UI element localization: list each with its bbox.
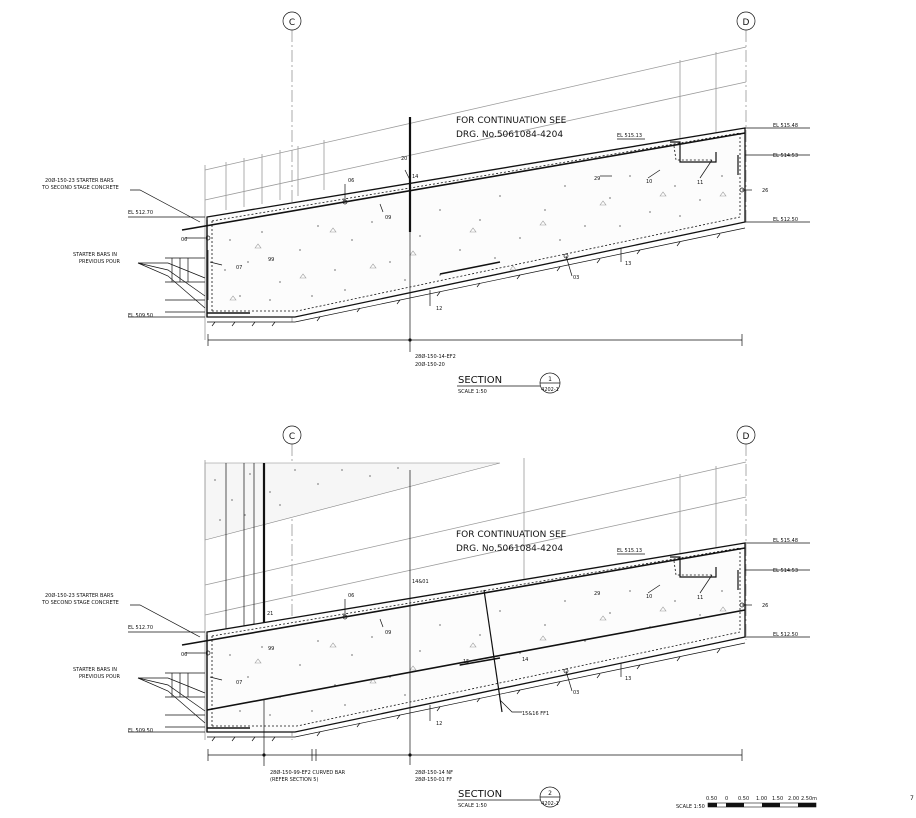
scale-tick-1: 0 bbox=[725, 796, 728, 802]
section-1-drawing: C D bbox=[41, 11, 810, 395]
level-512-50-s1: EL 512.50 bbox=[773, 217, 798, 223]
level-515-48-s1: EL 515.48 bbox=[773, 123, 798, 129]
mark-10-s2: 10 bbox=[646, 594, 652, 600]
mark-26-s2: 26 bbox=[762, 603, 768, 609]
scale-tick-2: 0.50 bbox=[738, 796, 749, 802]
mark-99-s2: 99 bbox=[268, 646, 274, 652]
section-2-drawing: C D bbox=[41, 425, 810, 809]
level-515-13-s2: EL 515.13 bbox=[617, 548, 642, 554]
mark-12-s2: 12 bbox=[436, 721, 442, 727]
scale-tick-5: 2.00 bbox=[788, 796, 799, 802]
callout-s1-a: 28Ø-150-14-EF2 bbox=[415, 353, 456, 360]
callout-s1-b: 20Ø-150-20 bbox=[415, 361, 445, 368]
scale-tick-6: 2.50m bbox=[801, 796, 817, 802]
level-512-70-s1: EL 512.70 bbox=[128, 210, 153, 216]
section-2-number: 2 bbox=[548, 790, 552, 797]
mark-06-left-s2: 06 bbox=[181, 652, 187, 658]
continuation-note-2a: FOR CONTINUATION SEE bbox=[456, 530, 567, 540]
mark-98-s2: 09 bbox=[385, 630, 391, 636]
grid-bubble-d bbox=[736, 11, 756, 31]
level-512-50-s2: EL 512.50 bbox=[773, 632, 798, 638]
corner-mark: 7 bbox=[910, 795, 914, 802]
starter-bars-note-2b: TO SECOND STAGE CONCRETE bbox=[41, 600, 119, 606]
mark-29-s2: 29 bbox=[594, 591, 600, 597]
scale-tick-0: 0.50 bbox=[706, 796, 717, 802]
level-514-53-s1: EL 514.53 bbox=[773, 153, 798, 159]
grid-label-c-s2: C bbox=[289, 432, 295, 442]
mark-03-s1: 03 bbox=[573, 275, 579, 281]
starter-prev-note-1a: STARTER BARS IN bbox=[73, 252, 117, 258]
level-514-53-s2: EL 514.53 bbox=[773, 568, 798, 574]
grid-label-d: D bbox=[743, 18, 750, 28]
scale-tick-3: 1.00 bbox=[756, 796, 767, 802]
mark-07-s2: 07 bbox=[236, 680, 242, 686]
scale-tick-4: 1.50 bbox=[772, 796, 783, 802]
continuation-note-2b: DRG. No.5061084-4204 bbox=[456, 544, 563, 554]
level-509-50-s2: EL 509.50 bbox=[128, 728, 153, 734]
grid-bubble-c bbox=[282, 11, 302, 31]
mark-14-01-s2: 14&01 bbox=[412, 579, 429, 585]
mark-14-s1: 14 bbox=[412, 174, 418, 180]
mark-29-s1: 29 bbox=[594, 176, 600, 182]
level-509-50-s1: EL 509.50 bbox=[128, 313, 153, 319]
callout-s2-left-a: 28Ø-150-99-EF2 CURVED BAR bbox=[270, 769, 346, 776]
starter-prev-note-1b: PREVIOUS POUR bbox=[79, 259, 121, 265]
mark-15-16-s2: 15&16 FF1 bbox=[522, 711, 549, 717]
mark-13-s2: 13 bbox=[625, 676, 631, 682]
mark-12-s1: 12 bbox=[436, 306, 442, 312]
mark-11-s2: 11 bbox=[697, 595, 703, 601]
continuation-note-1b: DRG. No.5061084-4204 bbox=[456, 130, 563, 140]
section-2-ref: 4202-1 bbox=[541, 801, 559, 807]
level-512-70-s2: EL 512.70 bbox=[128, 625, 153, 631]
scale-bar-label: SCALE 1:50 bbox=[676, 804, 705, 810]
starter-bars-note-2a: 20Ø-150-23 STARTER BARS bbox=[45, 592, 114, 599]
starter-bars-note-1b: TO SECOND STAGE CONCRETE bbox=[41, 185, 119, 191]
section-1-scale: SCALE 1:50 bbox=[458, 389, 487, 395]
starter-prev-note-2b: PREVIOUS POUR bbox=[79, 674, 121, 680]
starter-bars-note-1a: 20Ø-150-23 STARTER BARS bbox=[45, 177, 114, 184]
mark-98-s1: 09 bbox=[385, 215, 391, 221]
mark-11-s1: 11 bbox=[697, 180, 703, 186]
mark-06-left-s1: 06 bbox=[181, 237, 187, 243]
level-515-48-s2: EL 515.48 bbox=[773, 538, 798, 544]
grid-label-c: C bbox=[289, 18, 295, 28]
section-2-scale: SCALE 1:50 bbox=[458, 803, 487, 809]
mark-99-s1: 99 bbox=[268, 257, 274, 263]
mark-26-s1: 26 bbox=[762, 188, 768, 194]
mark-20-s1: 20 bbox=[401, 156, 407, 162]
mark-13-s1: 13 bbox=[625, 261, 631, 267]
section-1-ref: 4202-1 bbox=[541, 387, 559, 393]
scale-bar: SCALE 1:50 0.50 0 0.50 1.00 1.50 2.00 2.… bbox=[676, 795, 914, 810]
grid-label-d-s2: D bbox=[743, 432, 750, 442]
mark-14-s2: 14 bbox=[522, 657, 528, 663]
starter-prev-note-2a: STARTER BARS IN bbox=[73, 667, 117, 673]
mark-07-s1: 07 bbox=[236, 265, 242, 271]
mark-21-s2: 21 bbox=[267, 611, 273, 617]
section-1-number: 1 bbox=[548, 376, 552, 383]
mark-03-s2: 03 bbox=[573, 690, 579, 696]
mark-06-top-s1: 06 bbox=[348, 178, 354, 184]
section-1-title: SECTION bbox=[458, 375, 502, 386]
callout-s2-left-b: (REFER SECTION 5) bbox=[270, 777, 318, 783]
section-2-title: SECTION bbox=[458, 789, 502, 800]
mark-06-top-s2: 06 bbox=[348, 593, 354, 599]
callout-s2-right-a: 28Ø-150-14 NF bbox=[415, 769, 453, 776]
mark-10-s1: 10 bbox=[646, 179, 652, 185]
continuation-note-1a: FOR CONTINUATION SEE bbox=[456, 116, 567, 126]
mark-15-s2: 15 bbox=[463, 659, 469, 665]
callout-s2-right-b: 28Ø-150-01 FF bbox=[415, 776, 452, 783]
level-515-13-s1: EL 515.13 bbox=[617, 133, 642, 139]
